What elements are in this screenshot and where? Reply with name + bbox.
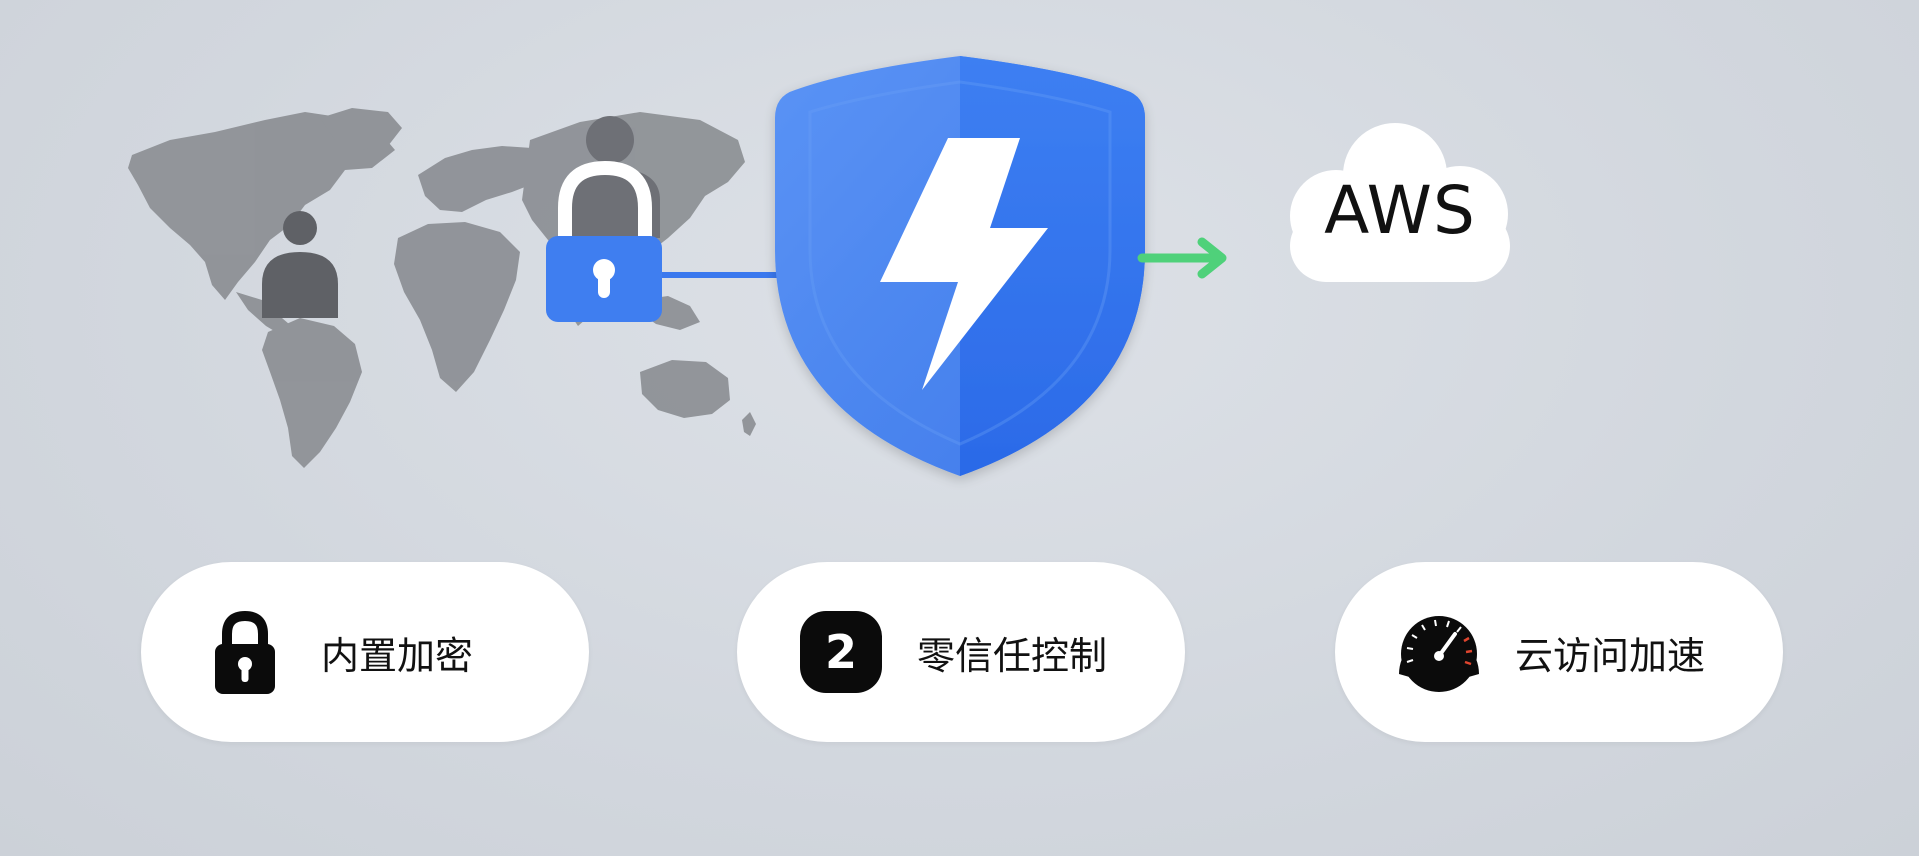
cloud-icon (1290, 123, 1510, 282)
feature-zero-trust: 2 零信任控制 (737, 562, 1185, 742)
africa-shape (394, 222, 520, 392)
feature-label: 内置加密 (321, 633, 474, 678)
lock-icon (197, 604, 293, 700)
greenland-shape (320, 108, 402, 150)
australia-shape (640, 360, 730, 418)
north-america-shape (128, 112, 395, 300)
cloud-label: AWS (1324, 172, 1476, 249)
user-person-icon (262, 211, 338, 318)
south-america-shape (262, 318, 362, 468)
world-map-icon (128, 108, 756, 468)
feature-label: 云访问加速 (1515, 633, 1706, 678)
connector-line (655, 272, 785, 278)
speedometer-icon (1391, 604, 1487, 700)
number-badge: 2 (800, 611, 882, 693)
new-zealand-shape (742, 412, 756, 436)
arrow-right-icon (1137, 237, 1227, 279)
feature-built-in-encryption: 内置加密 (141, 562, 589, 742)
feature-cloud-acceleration: 云访问加速 (1335, 562, 1783, 742)
lightning-bolt-icon (880, 138, 1048, 390)
europe-shape (418, 146, 548, 212)
number-badge-icon: 2 (793, 604, 889, 700)
padlock-icon (546, 160, 662, 322)
feature-label: 零信任控制 (917, 633, 1108, 678)
